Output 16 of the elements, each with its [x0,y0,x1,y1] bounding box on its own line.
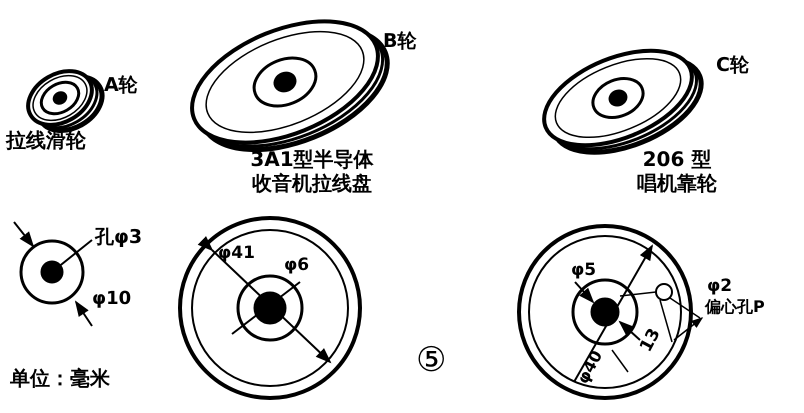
caption: 3A1型半导体收音机拉线盘 [250,147,374,195]
dimension-label: φ5 [571,260,596,280]
dimension-label: φ40 [573,347,606,387]
figure-number: ⑤ [416,343,446,377]
part-label: B轮 [383,30,416,53]
dimension-label: φ6 [284,255,310,276]
dimension-label: 13 [636,325,666,356]
caption: 206 型唱机靠轮 [636,147,718,195]
part-label: A轮 [104,74,138,97]
dimension-label: φ41 [218,243,255,264]
unit-note: 单位：毫米 [10,366,110,390]
dimension-label: φ10 [92,288,132,310]
part-label: C轮 [716,54,749,77]
dimension-label: φ2 [707,276,732,296]
dimension-label: 孔φ3 [95,226,142,249]
note-label: 偏心孔P [705,297,765,316]
